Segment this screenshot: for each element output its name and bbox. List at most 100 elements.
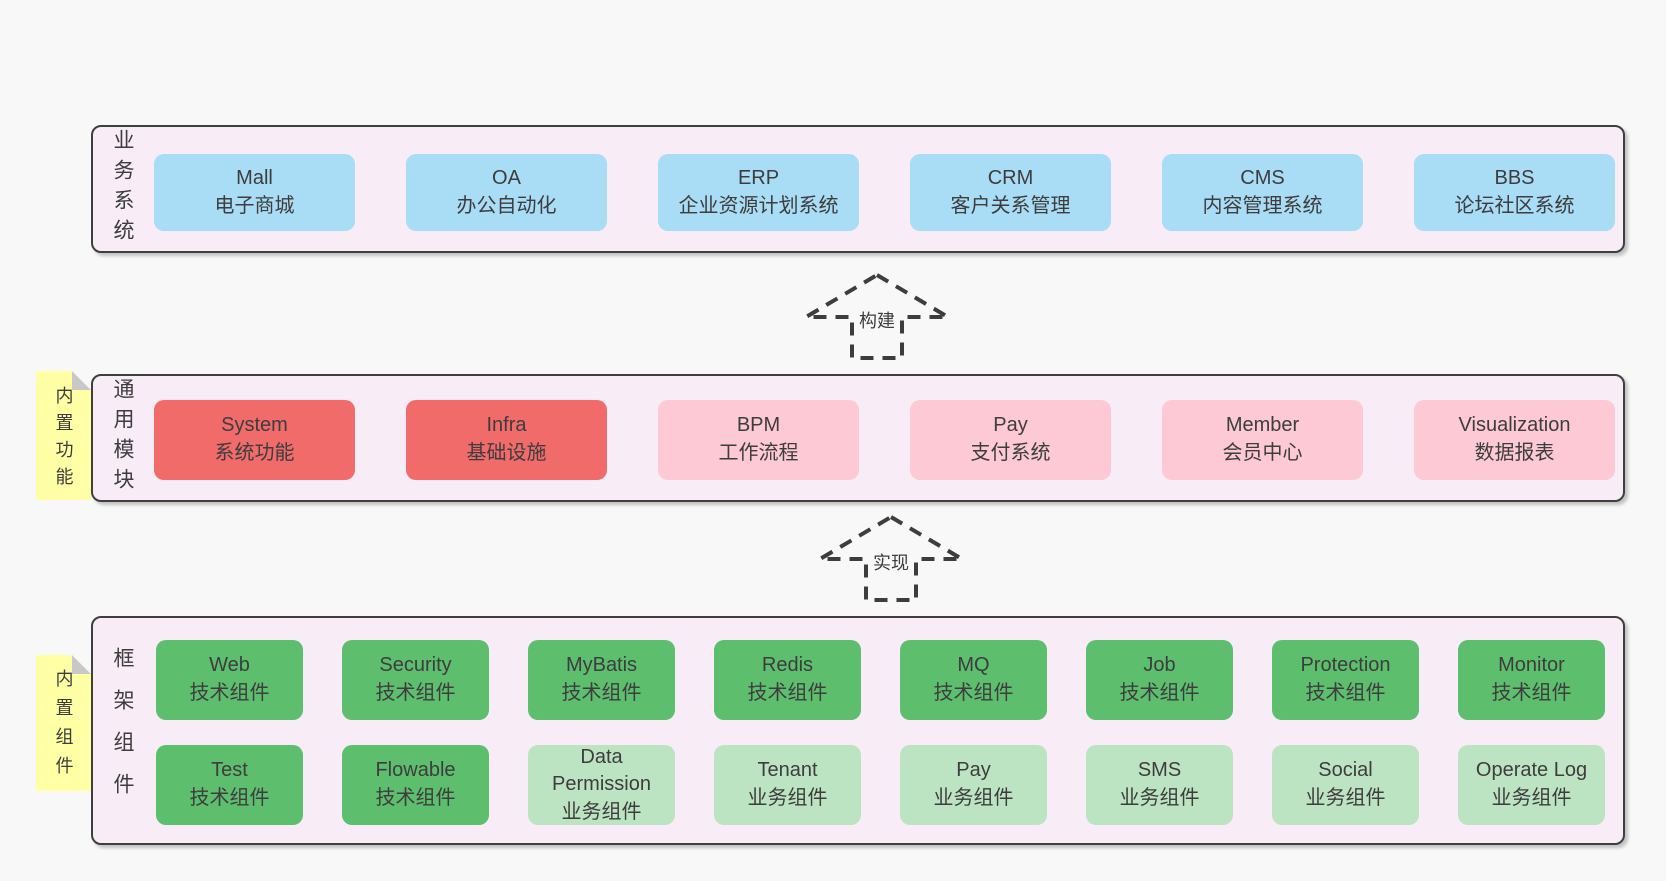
sticky-note-text: 内置功能 bbox=[53, 385, 74, 494]
box-subtitle: 内容管理系统 bbox=[1202, 194, 1323, 217]
arrow-build: 构建 bbox=[798, 272, 956, 362]
box-crm: CRM 客户关系管理 bbox=[910, 154, 1111, 231]
box-subtitle: 支付系统 bbox=[970, 442, 1051, 464]
box-title: Job bbox=[1143, 654, 1176, 677]
box-title: MQ bbox=[957, 654, 990, 677]
box-title: Social bbox=[1318, 759, 1373, 782]
box-subtitle: 业务组件 bbox=[561, 800, 642, 823]
box-title: Pay bbox=[993, 414, 1028, 437]
box-subtitle: 业务组件 bbox=[747, 787, 828, 809]
folded-corner-icon bbox=[72, 371, 91, 390]
folded-corner-icon bbox=[72, 655, 91, 674]
box-subtitle: 技术组件 bbox=[375, 787, 456, 809]
box-title: SMS bbox=[1137, 759, 1182, 782]
box-monitor: Monitor 技术组件 bbox=[1458, 640, 1605, 720]
box-subtitle: 业务组件 bbox=[1491, 787, 1572, 809]
box-visualization: Visualization 数据报表 bbox=[1414, 400, 1615, 480]
layer-components-label: 框架组件 bbox=[111, 646, 134, 815]
box-title: Protection bbox=[1300, 654, 1391, 677]
box-title: Security bbox=[379, 654, 452, 677]
box-pay: Pay 支付系统 bbox=[910, 400, 1111, 480]
box-mall: Mall 电子商城 bbox=[154, 154, 355, 231]
box-job: Job 技术组件 bbox=[1086, 640, 1233, 720]
box-data-permission: Data Permission 业务组件 bbox=[528, 745, 675, 825]
box-subtitle: 技术组件 bbox=[1305, 682, 1386, 704]
box-subtitle: 系统功能 bbox=[214, 442, 295, 464]
box-title: Member bbox=[1225, 414, 1300, 437]
box-subtitle: 电子商城 bbox=[214, 194, 295, 217]
box-title: CRM bbox=[987, 166, 1034, 189]
box-erp: ERP 企业资源计划系统 bbox=[658, 154, 859, 231]
box-bpm: BPM 工作流程 bbox=[658, 400, 859, 480]
box-subtitle: 技术组件 bbox=[1491, 682, 1572, 704]
box-subtitle: 技术组件 bbox=[1119, 682, 1200, 704]
box-subtitle: 办公自动化 bbox=[456, 194, 557, 217]
box-title: Flowable bbox=[375, 759, 456, 782]
box-subtitle: 技术组件 bbox=[747, 682, 828, 704]
box-title: Data Permission bbox=[552, 745, 651, 796]
box-title: MyBatis bbox=[565, 654, 638, 677]
box-title: Operate Log bbox=[1475, 759, 1588, 782]
box-subtitle: 业务组件 bbox=[933, 787, 1014, 809]
box-title: CMS bbox=[1240, 166, 1285, 189]
box-subtitle: 会员中心 bbox=[1222, 442, 1303, 464]
box-sms: SMS 业务组件 bbox=[1086, 745, 1233, 825]
box-title: Mall bbox=[236, 166, 273, 189]
box-title: Web bbox=[209, 654, 250, 677]
arrow-implement: 实现 bbox=[812, 514, 970, 604]
box-protection: Protection 技术组件 bbox=[1272, 640, 1419, 720]
box-subtitle: 技术组件 bbox=[933, 682, 1014, 704]
box-subtitle: 业务组件 bbox=[1305, 787, 1386, 809]
box-social: Social 业务组件 bbox=[1272, 745, 1419, 825]
box-subtitle: 客户关系管理 bbox=[950, 194, 1071, 217]
box-subtitle: 技术组件 bbox=[561, 682, 642, 704]
box-title: Visualization bbox=[1458, 414, 1571, 437]
box-mybatis: MyBatis 技术组件 bbox=[528, 640, 675, 720]
box-member: Member 会员中心 bbox=[1162, 400, 1363, 480]
box-title: BBS bbox=[1494, 166, 1535, 189]
box-web: Web 技术组件 bbox=[156, 640, 303, 720]
box-pay: Pay 业务组件 bbox=[900, 745, 1047, 825]
box-flowable: Flowable 技术组件 bbox=[342, 745, 489, 825]
box-subtitle: 业务组件 bbox=[1119, 787, 1200, 809]
sticky-note-builtin-components: 内置组件 bbox=[36, 655, 91, 791]
box-bbs: BBS 论坛社区系统 bbox=[1414, 154, 1615, 231]
sticky-note-text: 内置组件 bbox=[53, 669, 74, 785]
box-subtitle: 企业资源计划系统 bbox=[678, 194, 839, 217]
layer-business-label: 业务系统 bbox=[111, 129, 134, 249]
dashed-up-arrow-icon bbox=[812, 514, 970, 602]
box-title: ERP bbox=[737, 166, 780, 189]
arrow-build-label: 构建 bbox=[855, 305, 899, 335]
box-subtitle: 工作流程 bbox=[718, 442, 799, 464]
box-security: Security 技术组件 bbox=[342, 640, 489, 720]
box-subtitle: 技术组件 bbox=[189, 787, 270, 809]
box-cms: CMS 内容管理系统 bbox=[1162, 154, 1363, 231]
box-operate-log: Operate Log 业务组件 bbox=[1458, 745, 1605, 825]
box-title: Pay bbox=[956, 759, 991, 782]
sticky-note-builtin-features: 内置功能 bbox=[36, 371, 91, 500]
layer-modules-label: 通用模块 bbox=[111, 378, 134, 498]
box-subtitle: 技术组件 bbox=[189, 682, 270, 704]
box-subtitle: 技术组件 bbox=[375, 682, 456, 704]
box-subtitle: 基础设施 bbox=[466, 442, 547, 464]
dashed-up-arrow-icon bbox=[798, 272, 956, 360]
box-title: Test bbox=[211, 759, 248, 782]
box-subtitle: 数据报表 bbox=[1474, 442, 1555, 464]
box-subtitle: 论坛社区系统 bbox=[1454, 194, 1575, 217]
box-title: BPM bbox=[736, 414, 781, 437]
box-mq: MQ 技术组件 bbox=[900, 640, 1047, 720]
arrow-implement-label: 实现 bbox=[869, 547, 913, 577]
box-title: Monitor bbox=[1498, 654, 1565, 677]
